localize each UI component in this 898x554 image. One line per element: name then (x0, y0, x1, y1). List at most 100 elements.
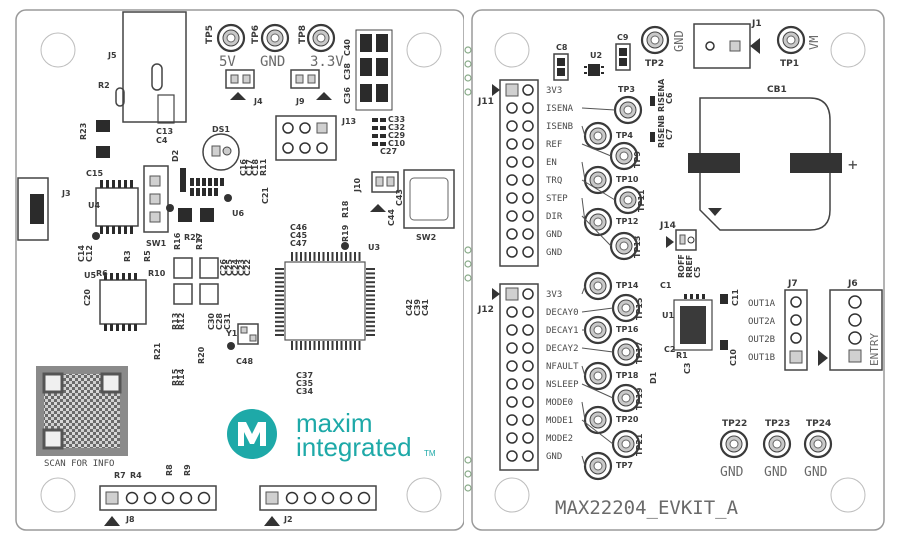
refdes-c7: C7 (665, 129, 674, 140)
tp8-label: 3.3V (310, 54, 344, 70)
test-point-tp23[interactable] (762, 429, 792, 459)
test-point-tp5[interactable] (216, 23, 246, 53)
test-point-tp1[interactable] (776, 25, 806, 55)
refdes-c28: C28 (215, 313, 224, 330)
test-point-tp14[interactable] (583, 271, 613, 301)
test-point-tp10[interactable] (583, 165, 613, 195)
refdes-c14: C14 (77, 245, 86, 262)
test-point-tp22[interactable] (719, 429, 749, 459)
refdes-c46: C46 (290, 223, 307, 232)
refdes-c25: C25 (225, 259, 234, 276)
j7-ref: J7 (787, 279, 798, 289)
test-point-tp3[interactable] (613, 95, 643, 125)
tp-ref-tp7: TP7 (616, 461, 633, 470)
refdes-c42: C42 (405, 299, 414, 316)
refdes-c13: C13 (156, 127, 173, 136)
refdes-j8: J8 (125, 515, 135, 524)
j11-pin-label: 3V3 (546, 86, 562, 96)
refdes-c29: C29 (388, 131, 405, 140)
refdes-r15: R15 (171, 368, 180, 386)
j12-pin-label: DECAY2 (546, 344, 579, 354)
tp6-label: GND (260, 54, 285, 70)
tp-ref-tp15: TP15 (635, 297, 644, 320)
refdes-c21: C21 (261, 187, 270, 204)
refdes-d2: D2 (171, 150, 180, 162)
tp22-label: GND (720, 465, 744, 480)
refdes-y1: Y1 (225, 329, 238, 338)
refdes-c27: C27 (380, 147, 397, 156)
refdes-r2: R2 (98, 81, 110, 90)
test-point-tp2[interactable] (640, 25, 670, 55)
test-point-tp13[interactable] (609, 231, 639, 261)
j6-label: ENTRY (868, 333, 881, 366)
right-board: GND TP2 VM TP1 J1 CB1 + J11 3V3ISENAISEN… (471, 9, 885, 531)
test-point-tp21[interactable] (611, 429, 641, 459)
connector-j7[interactable] (784, 289, 808, 371)
maxim-integrated-logo: maxim integrated TM (227, 408, 436, 462)
refdes-r18: R18 (341, 200, 350, 218)
test-point-tp4[interactable] (583, 121, 613, 151)
refdes-c4: C4 (156, 136, 168, 145)
j12-pin-label: DECAY0 (546, 308, 579, 318)
refdes-c2: C2 (664, 345, 675, 354)
refdes-r1: R1 (676, 351, 688, 360)
refdes-d1: D1 (649, 371, 658, 384)
refdes-sw2: SW2 (416, 233, 436, 242)
j12-pin-label: MODE0 (546, 398, 573, 408)
refdes-r13: R13 (171, 313, 180, 330)
tp-ref-tp14: TP14 (616, 281, 639, 290)
qr-caption: SCAN FOR INFO (44, 459, 114, 469)
j11-pin-label: ISENB (546, 122, 573, 132)
test-point-tp19[interactable] (611, 383, 641, 413)
tp2-ref: TP2 (645, 59, 664, 69)
refdes-r3: R3 (123, 250, 132, 262)
tp-ref-tp20: TP20 (616, 415, 639, 424)
refdes-r7: R7 (114, 471, 126, 480)
header-j8[interactable] (99, 485, 217, 526)
refdes-r6: R6 (96, 269, 108, 278)
test-point-tp7[interactable] (583, 451, 613, 481)
refdes-c35: C35 (296, 379, 313, 388)
test-point-tp20[interactable] (583, 405, 613, 435)
refdes-risena: RISENA (657, 78, 666, 112)
refdes-risenb: RISENB (657, 115, 666, 148)
header-j12[interactable] (492, 283, 539, 471)
header-j2[interactable] (259, 485, 377, 526)
refdes-c38: C38 (343, 63, 352, 80)
refdes-ds1: DS1 (212, 125, 230, 134)
refdes-c24: C24 (231, 259, 240, 276)
connector-j6[interactable] (818, 289, 883, 371)
test-point-tp24[interactable] (803, 429, 833, 459)
refdes-c43: C43 (395, 189, 404, 206)
test-point-tp6[interactable] (260, 23, 290, 53)
test-point-tp12[interactable] (583, 207, 613, 237)
tp-ref-tp19: TP19 (635, 387, 644, 410)
header-j11[interactable] (492, 79, 539, 267)
cb1-plus: + (848, 155, 858, 174)
j12-pin-label: 3V3 (546, 290, 562, 300)
tp-ref-tp10: TP10 (616, 175, 639, 184)
refdes-c36: C36 (343, 87, 352, 104)
refdes-u2: U2 (590, 51, 602, 60)
j12-pin-label: NFAULT (546, 362, 579, 372)
tp23-label: GND (764, 465, 788, 480)
refdes-r22: R22 (184, 233, 201, 242)
j12-pin-label: MODE1 (546, 416, 573, 426)
j11-pin-label: TRQ (546, 176, 562, 186)
refdes-c18: C18 (251, 159, 260, 176)
test-point-tp16[interactable] (583, 315, 613, 345)
test-point-tp18[interactable] (583, 361, 613, 391)
refdes-c23: C23 (237, 259, 246, 276)
j7-out2a: OUT2A (748, 317, 776, 327)
refdes-c20: C20 (83, 289, 92, 306)
tp8-ref: TP8 (298, 25, 308, 44)
refdes-c37: C37 (296, 371, 313, 380)
test-point-tp9[interactable] (609, 141, 639, 171)
tp-ref-tp3: TP3 (618, 85, 635, 94)
refdes-r12: R12 (177, 313, 186, 330)
refdes-roff: ROFF (677, 254, 686, 278)
test-point-tp15[interactable] (611, 293, 641, 323)
tp-ref-tp21: TP21 (635, 433, 644, 456)
test-point-tp8[interactable] (306, 23, 336, 53)
j11-ref: J11 (477, 97, 494, 107)
